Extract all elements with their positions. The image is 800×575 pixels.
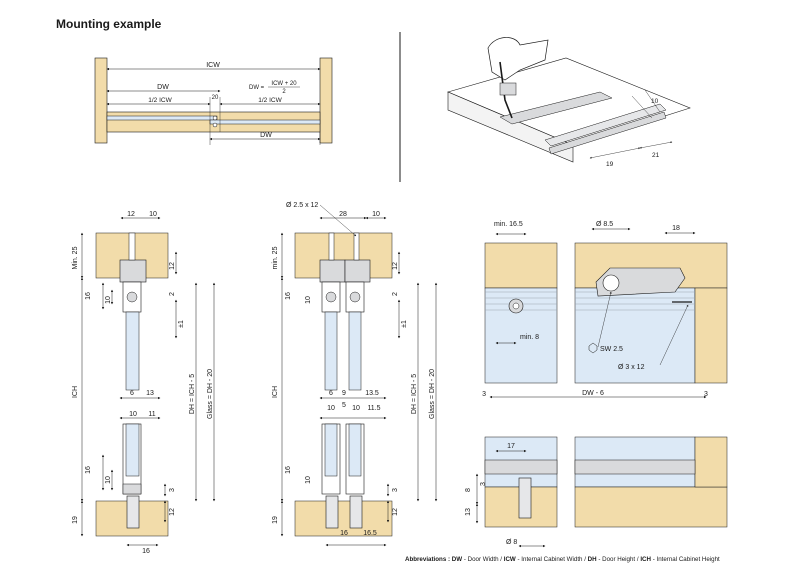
abbr-ich-desc: - Internal Cabinet Height (652, 556, 720, 563)
double-b3: 3 (392, 488, 399, 492)
double-dim-28: 28 (339, 211, 347, 218)
top-plan-view: ICW DW DW = ICW + 20 2 1/2 ICW 1/2 ICW 2… (94, 57, 333, 145)
double-b12: 12 (392, 508, 399, 516)
double-pm1: ±1 (401, 320, 408, 328)
single-b10v: 10 (105, 476, 112, 484)
half-icw-right: 1/2 ICW (258, 97, 282, 104)
abbr-icw: ICW (503, 556, 516, 563)
detail-min8: min. 8 (520, 334, 539, 341)
double-min25: min. 25 (272, 246, 279, 269)
dw-label: DW (157, 84, 169, 91)
single-door-section: 12 10 Min. 25 12 16 10 2 ±1 6 13 ICH DH … (72, 211, 216, 555)
single-b16: 16 (85, 466, 92, 474)
detail-screw: Ø 3 x 12 (618, 364, 645, 371)
double-dh: DH = ICH - 5 (411, 374, 418, 414)
abbr-dw: DW (451, 556, 463, 563)
single-b16h: 16 (142, 548, 150, 555)
double-dim-10b: 10 (305, 296, 312, 304)
half-icw-left: 1/2 ICW (148, 97, 172, 104)
bottom-3: 3 (480, 482, 487, 486)
double-b5: 5 (342, 402, 346, 409)
single-b11: 11 (148, 411, 155, 418)
single-b12: 12 (169, 508, 176, 516)
detail-3-left: 3 (482, 391, 486, 398)
abbr-dh: DH (587, 556, 597, 563)
double-b16h: 16 (340, 530, 348, 537)
single-dim-10: 10 (149, 211, 157, 218)
abbr-icw-desc: - Internal Cabinet Width / (517, 556, 586, 563)
bottom-d8: Ø 8 (506, 539, 517, 546)
detail-bottom: 17 8 3 13 Ø 8 (465, 436, 728, 548)
double-screw: Ø 2.5 x 12 (286, 202, 318, 209)
double-dim-10: 10 (372, 211, 380, 218)
single-dh: DH = ICH - 5 (189, 374, 196, 414)
double-glass: Glass = DH - 20 (429, 369, 436, 419)
bottom-13: 13 (465, 508, 472, 516)
detail-min16-5: min. 16.5 (494, 221, 523, 228)
page-title: Mounting example (56, 17, 162, 31)
double-b10b: 10 (352, 405, 360, 412)
single-b3: 3 (169, 488, 176, 492)
double-dim-6: 6 (329, 390, 333, 397)
detail-d8-5: Ø 8.5 (596, 221, 613, 228)
formula-denominator: 2 (282, 89, 286, 95)
detail-elevation: min. 16.5 Ø 8.5 18 min. 8 SW 2.5 Ø 3 x 1… (482, 221, 728, 399)
perspective-view: 10 19 21 (447, 37, 691, 168)
single-dim-16: 16 (85, 292, 92, 300)
double-b16-5: 16.5 (363, 530, 377, 537)
single-dim-12: 12 (127, 211, 135, 218)
double-dim-2: 2 (392, 292, 399, 296)
persp-21: 21 (652, 152, 660, 159)
single-min25: Min. 25 (72, 246, 79, 269)
gap-20: 20 (212, 95, 219, 101)
double-door-section: Ø 2.5 x 12 28 10 min. 25 12 16 10 2 ±1 6… (272, 202, 438, 547)
detail-sw: SW 2.5 (600, 346, 623, 353)
double-dim-13-5: 13.5 (365, 390, 379, 397)
single-dim-10b: 10 (105, 296, 112, 304)
double-b10v: 10 (305, 476, 312, 484)
single-dim-13: 13 (146, 390, 154, 397)
detail-dw6: DW - 6 (582, 390, 604, 397)
bottom-17: 17 (507, 443, 515, 450)
abbr-label: Abbreviations : (405, 556, 451, 563)
abbreviations-note: Abbreviations : DW - Door Width / ICW - … (405, 556, 720, 563)
bottom-8: 8 (465, 488, 472, 492)
double-b16: 16 (285, 466, 292, 474)
persp-10: 10 (651, 98, 659, 105)
abbr-ich: ICH (640, 556, 651, 563)
persp-19: 19 (606, 161, 614, 168)
single-dim-12r: 12 (169, 262, 176, 270)
abbr-dh-desc: - Door Height / (598, 556, 639, 563)
double-dim-16: 16 (285, 292, 292, 300)
icw-label: ICW (206, 62, 220, 69)
double-ich: ICH (272, 386, 279, 398)
single-b19: 19 (72, 516, 79, 524)
formula-numerator: ICW + 20 (271, 81, 297, 87)
dw-bottom-label: DW (260, 132, 272, 139)
double-b11-5: 11.5 (367, 405, 380, 412)
detail-18: 18 (672, 225, 680, 232)
single-b10: 10 (129, 411, 137, 418)
single-dim-2: 2 (169, 292, 176, 296)
single-glass: Glass = DH - 20 (207, 369, 214, 419)
single-pm1: ±1 (178, 320, 185, 328)
detail-3-right: 3 (704, 391, 708, 398)
single-ich: ICH (72, 386, 79, 398)
double-dim-9: 9 (342, 390, 346, 397)
formula-lhs: DW = (249, 85, 265, 91)
double-b19: 19 (272, 516, 279, 524)
single-dim-6: 6 (130, 390, 134, 397)
double-dim-12r: 12 (392, 262, 399, 270)
abbr-dw-desc: - Door Width / (463, 556, 502, 563)
double-b10: 10 (327, 405, 335, 412)
